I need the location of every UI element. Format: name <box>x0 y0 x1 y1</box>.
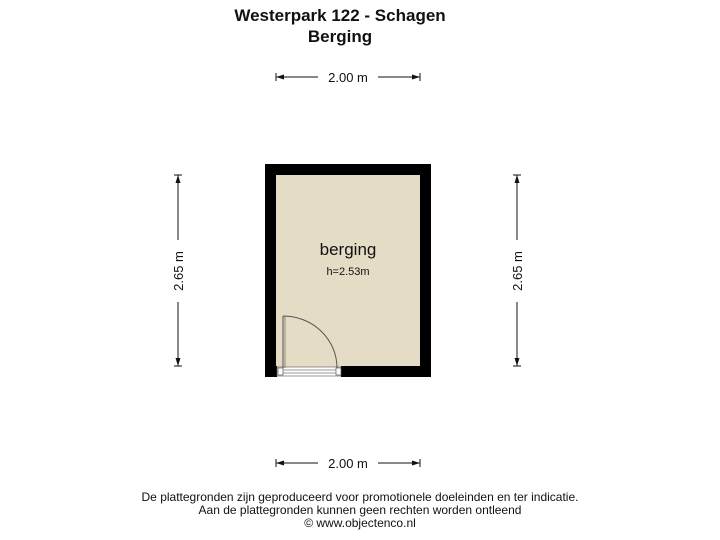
disclaimer-line-1: De plattegronden zijn geproduceerd voor … <box>141 490 579 504</box>
plan-title-address: Westerpark 122 - Schagen <box>234 6 446 25</box>
dimension-left <box>174 174 182 367</box>
dimension-right <box>513 174 521 367</box>
dimension-top-label: 2.00 m <box>328 70 368 85</box>
room-floor <box>276 175 421 367</box>
dimension-bottom-label: 2.00 m <box>328 456 368 471</box>
door-threshold <box>276 366 342 377</box>
door-swing-icon <box>282 315 338 369</box>
dimension-top <box>275 73 421 81</box>
disclaimer: De plattegronden zijn geproduceerd voor … <box>0 491 720 530</box>
room-height: h=2.53m <box>326 266 369 278</box>
dimension-right-label: 2.65 m <box>510 251 525 291</box>
dimension-left-label: 2.65 m <box>171 251 186 291</box>
copyright-link[interactable]: © www.objectenco.nl <box>304 516 416 530</box>
disclaimer-line-2: Aan de plattegronden kunnen geen rechten… <box>198 503 522 517</box>
plan-title-floor: Berging <box>307 27 373 46</box>
walls <box>265 164 431 377</box>
dimension-bottom <box>275 459 421 467</box>
room-name: berging <box>320 240 377 259</box>
